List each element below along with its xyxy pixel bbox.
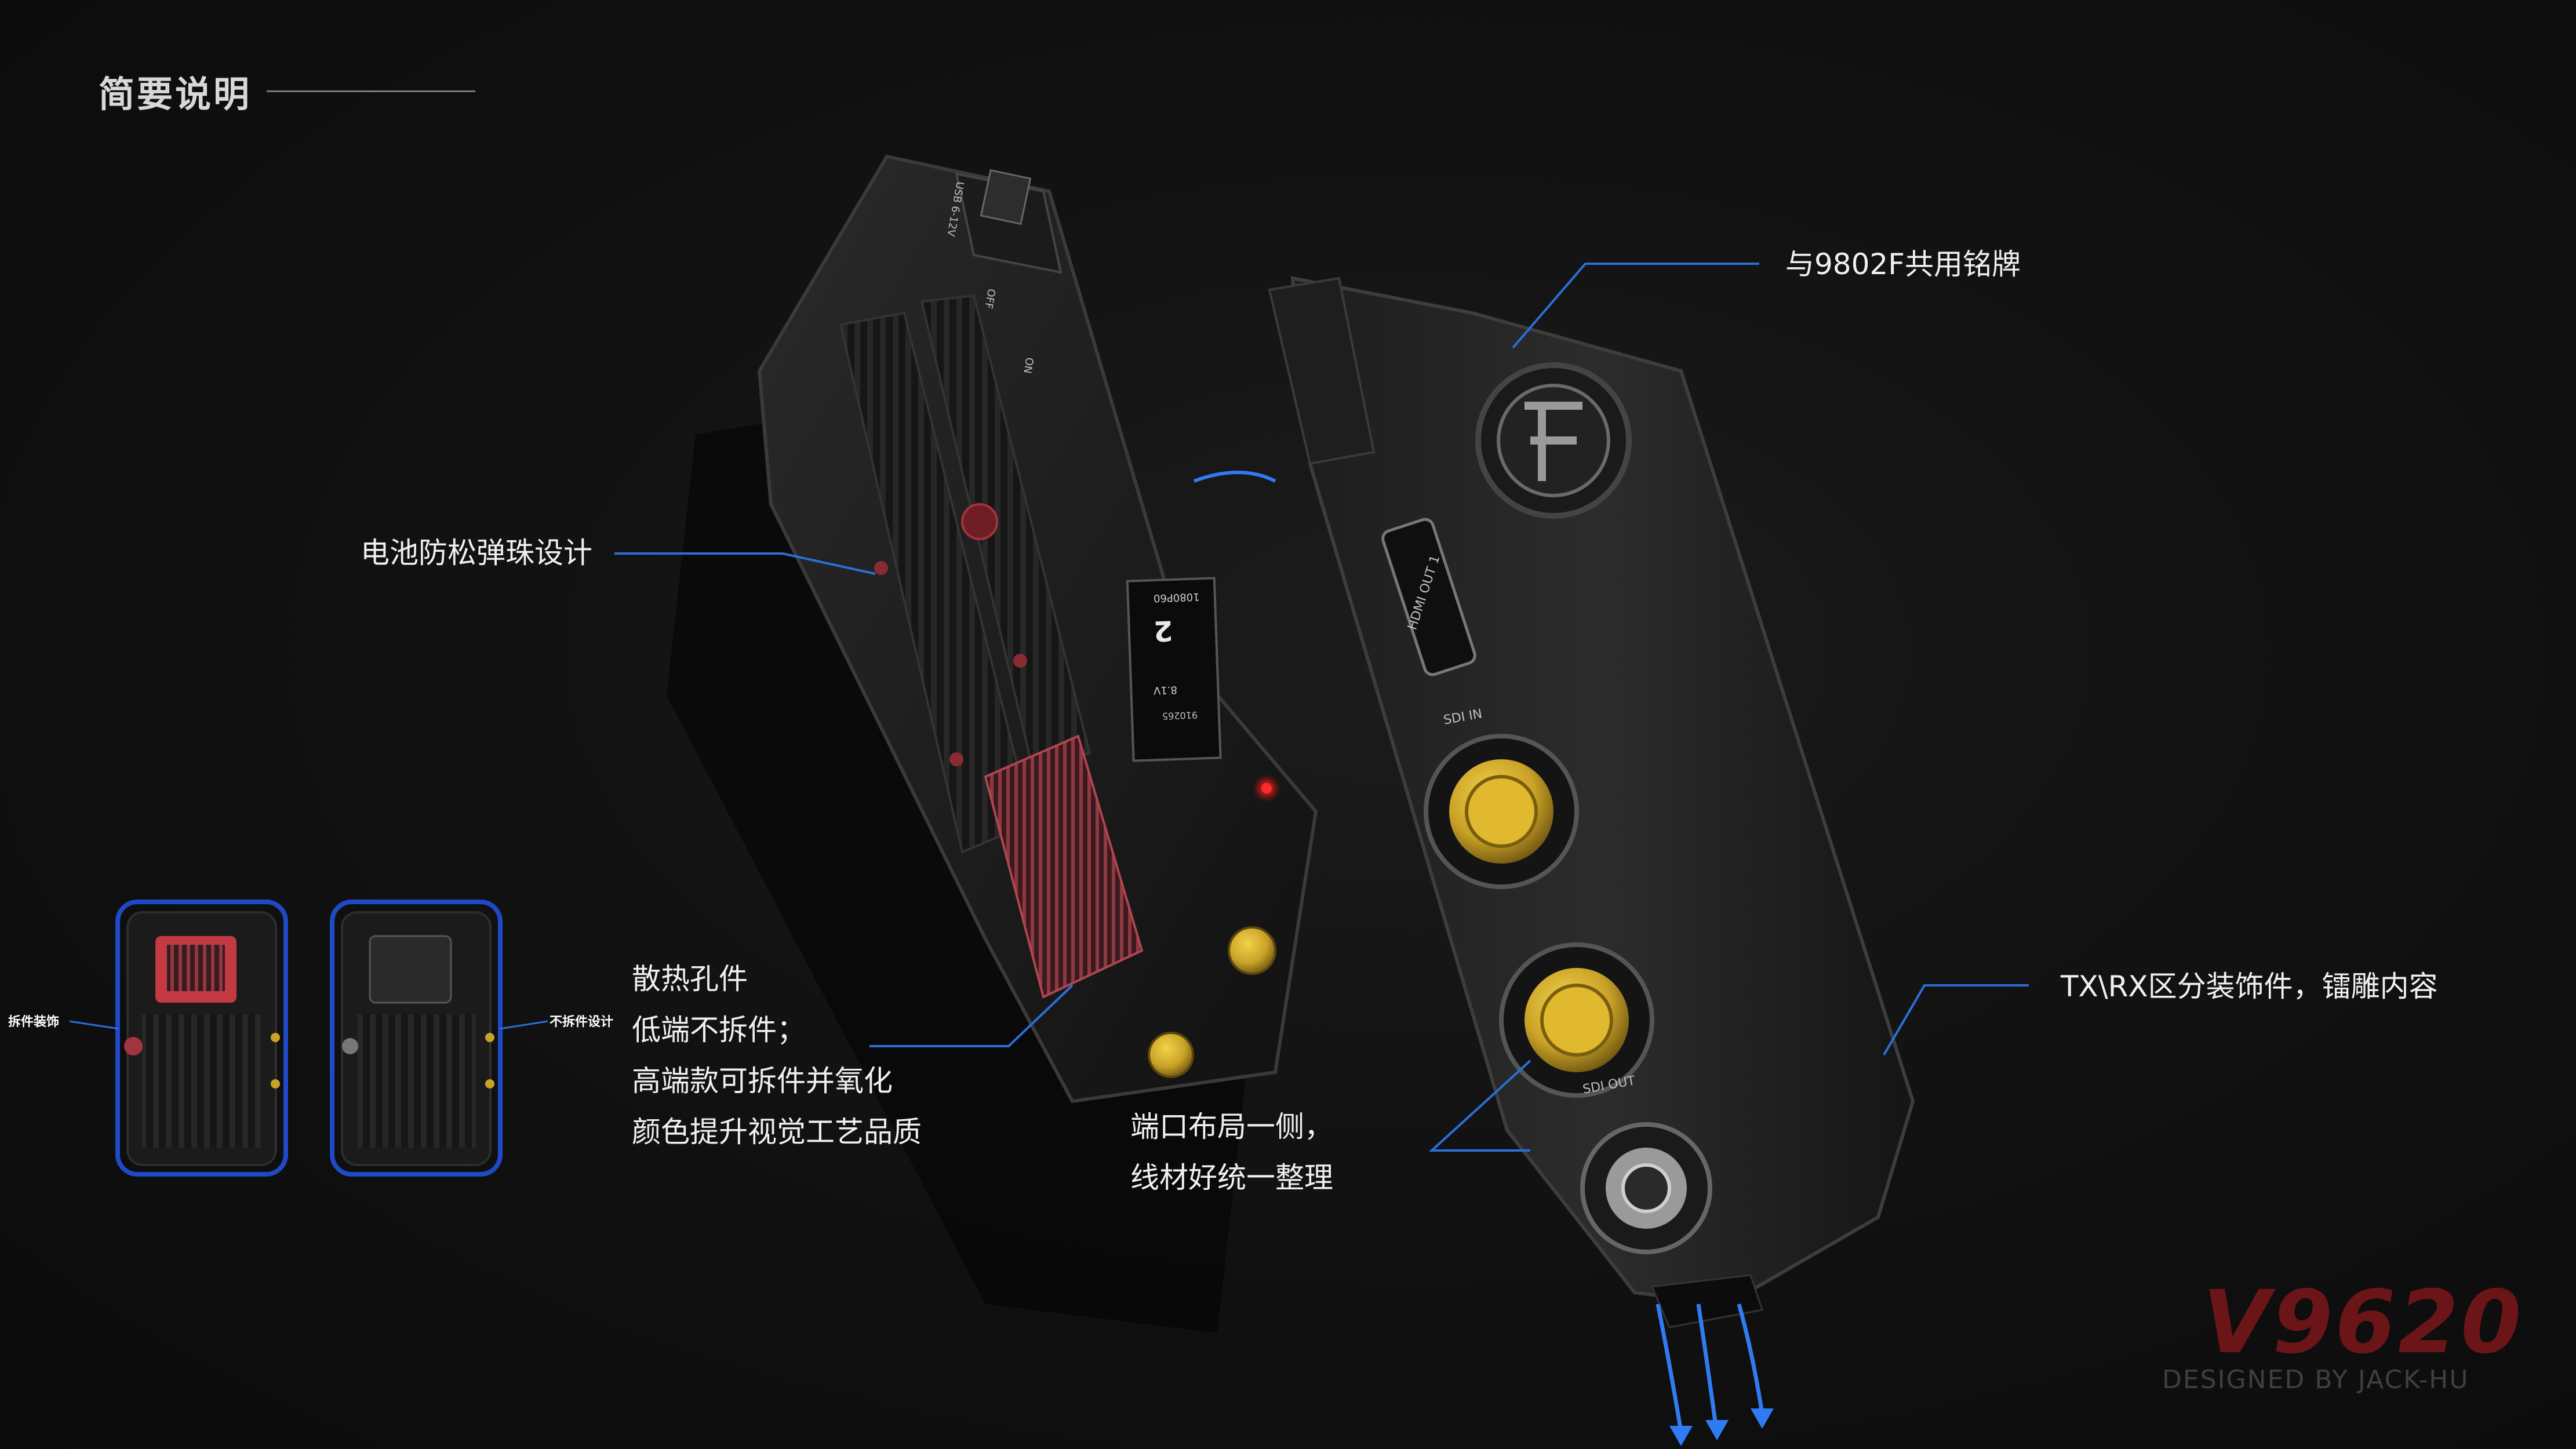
airflow-arrows [1656,1304,1764,1432]
annotation-heat-sink-line: 颜色提升视觉工艺品质 [632,1115,922,1149]
annotation-heat-sink-line: 高端款可拆件并氧化 [632,1064,893,1098]
annotation-ports-line: 线材好统一整理 [1130,1161,1333,1195]
thumbnail-label-decorative: 拆件装饰 [8,1015,60,1029]
annotation-ports-line: 端口布局一侧， [1130,1110,1333,1144]
annotation-ports: 端口布局一侧， 线材好统一整理 [1130,1101,1333,1203]
annotation-heat-sink-line: 散热孔件 [632,962,748,996]
page-title: 简要说明 [99,73,252,115]
annotation-tx-rx-trim: TX\RX区分装饰件，镭雕内容 [2061,970,2438,1003]
screen-device-id: 910265 [1162,709,1198,722]
thumbnail-decorative-trim [115,900,288,1177]
designer-credit: DESIGNED BY JACK-HU [2162,1365,2469,1395]
annotation-nameplate: 与9802F共用铭牌 [1785,247,2021,281]
screen-channel: 2 [1153,614,1174,647]
title-rule [267,90,475,92]
annotation-heat-sink-line: 低端不拆件； [632,1013,806,1047]
screen-voltage: 8.1V [1153,683,1178,697]
thumbnail-integrated [330,900,503,1177]
leader-lines [614,263,2029,1152]
thumbnail-label-integrated: 不拆件设计 [550,1015,614,1029]
annotation-battery-spring: 电池防松弹珠设计 [361,536,592,570]
screen-resolution: 1080P60 [1153,590,1200,605]
annotation-heat-sink: 散热孔件 低端不拆件； 高端款可拆件并氧化 颜色提升视觉工艺品质 [632,953,922,1157]
brand-logo: V9620 [2203,1272,2524,1373]
unit-front [1268,276,1915,1328]
unit-rear [757,154,1318,1104]
